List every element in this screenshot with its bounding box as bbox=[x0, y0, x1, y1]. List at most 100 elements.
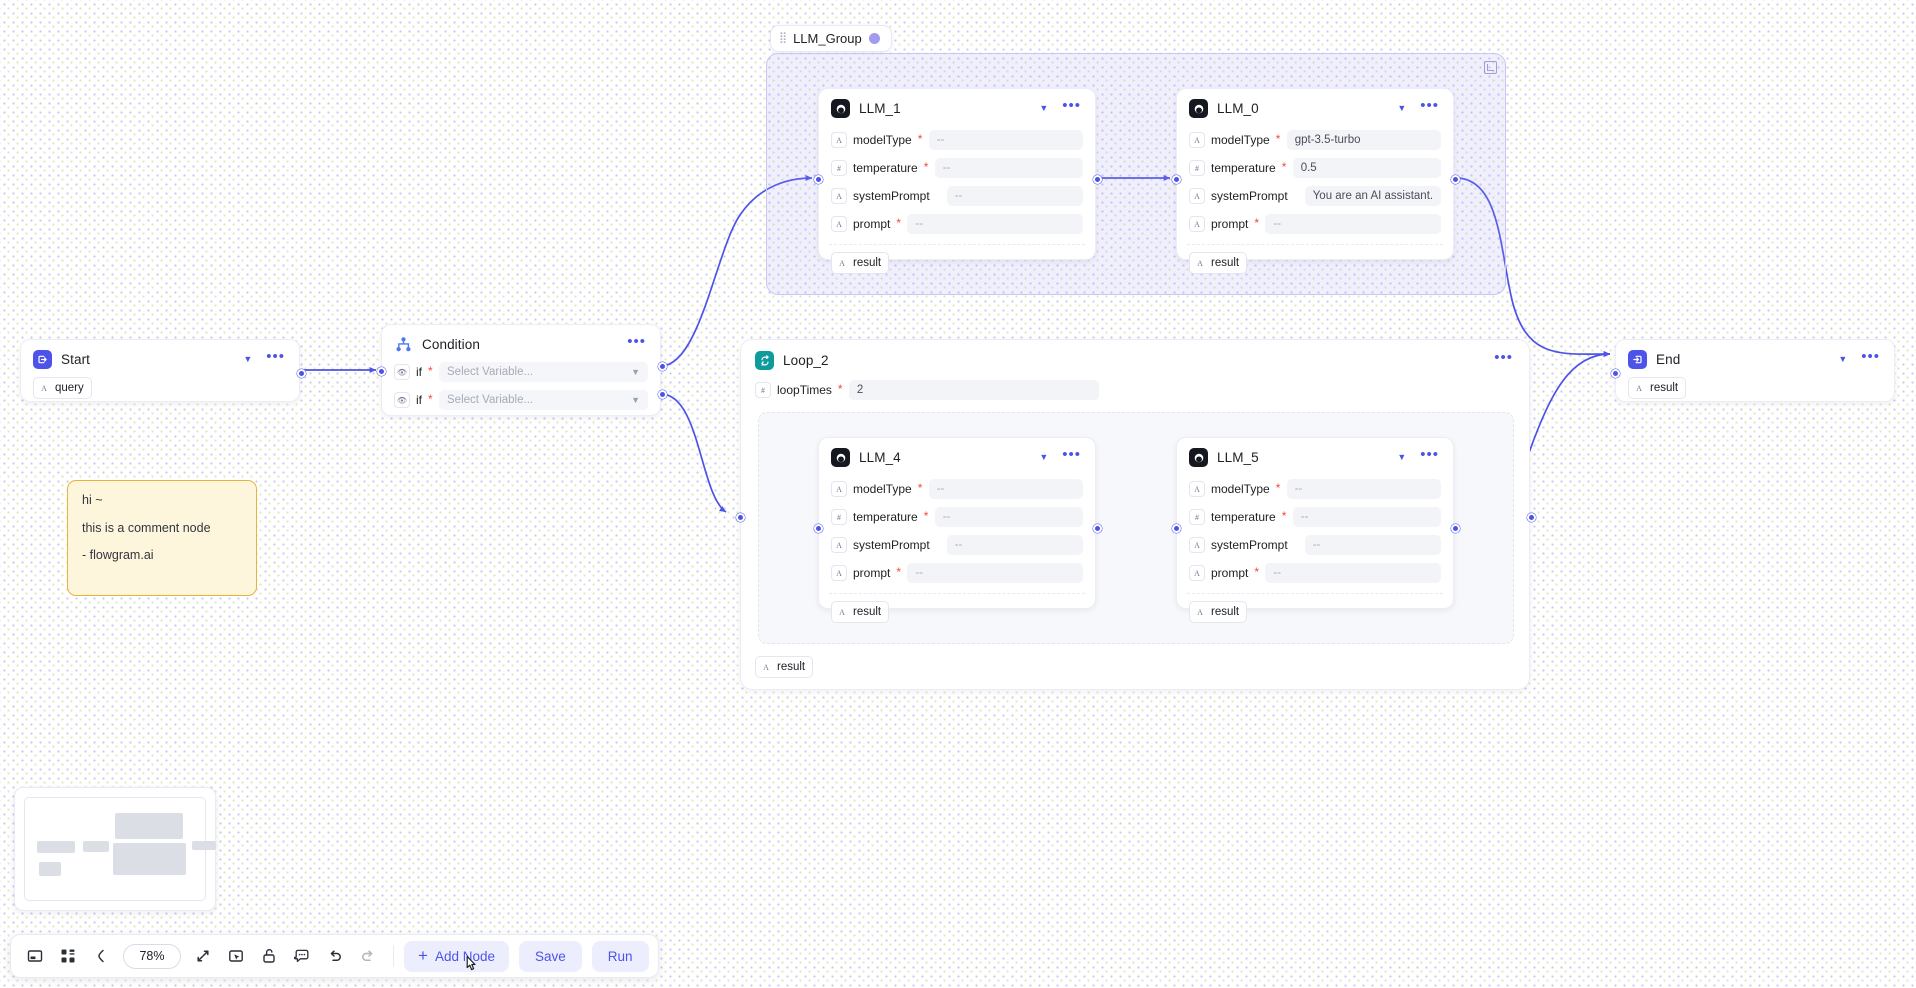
group-tag-llm-group[interactable]: ⣿ LLM_Group bbox=[770, 25, 892, 52]
field-value[interactable]: -- bbox=[1265, 563, 1441, 583]
fit-view-icon[interactable] bbox=[188, 941, 218, 971]
output-port-result[interactable]: A result bbox=[1628, 377, 1687, 399]
output-port-result[interactable]: A result bbox=[831, 252, 890, 274]
port-llm-1-out[interactable] bbox=[1093, 175, 1102, 184]
minimap-panel[interactable] bbox=[14, 787, 216, 911]
output-port-result[interactable]: A result bbox=[1189, 601, 1248, 623]
output-port-result[interactable]: A result bbox=[831, 601, 890, 623]
port-loop-2-in[interactable] bbox=[736, 513, 745, 522]
port-condition-in[interactable] bbox=[377, 367, 386, 376]
output-port-query[interactable]: A query bbox=[33, 377, 92, 399]
node-start[interactable]: Start ▼ ••• A query bbox=[20, 339, 306, 402]
layout-grid-icon[interactable] bbox=[53, 941, 83, 971]
more-options-icon[interactable]: ••• bbox=[627, 332, 646, 350]
field-value[interactable]: -- bbox=[1304, 535, 1441, 555]
port-loop-2-out[interactable] bbox=[1527, 513, 1536, 522]
unlock-icon[interactable] bbox=[254, 941, 284, 971]
more-options-icon[interactable]: ••• bbox=[1420, 445, 1439, 463]
comment-tool-icon[interactable] bbox=[287, 941, 317, 971]
port-llm-0-in[interactable] bbox=[1172, 175, 1181, 184]
port-end-in[interactable] bbox=[1611, 369, 1620, 378]
output-port-result[interactable]: A result bbox=[755, 656, 814, 678]
save-button[interactable]: Save bbox=[518, 940, 582, 972]
chevron-down-icon[interactable]: ▼ bbox=[1039, 103, 1049, 113]
node-condition[interactable]: Condition ••• 👁 if * Select Variable... … bbox=[377, 324, 667, 416]
minimap-viewport[interactable] bbox=[24, 797, 216, 901]
port-condition-branch-1[interactable] bbox=[658, 390, 667, 399]
bottom-toolbar[interactable]: 78% + Add Node Save Run bbox=[10, 934, 659, 978]
port-llm-5-out[interactable] bbox=[1451, 524, 1460, 533]
node-comment[interactable]: hi ~ this is a comment node - flowgram.a… bbox=[67, 480, 257, 596]
minimap-toggle-icon[interactable] bbox=[20, 941, 50, 971]
field-row[interactable]: #temperature*0.5 bbox=[1189, 154, 1441, 182]
more-options-icon[interactable]: ••• bbox=[1062, 445, 1081, 463]
field-row[interactable]: #temperature*-- bbox=[831, 154, 1083, 182]
field-value[interactable]: gpt-3.5-turbo bbox=[1286, 130, 1441, 150]
field-value[interactable]: -- bbox=[934, 507, 1083, 527]
field-row[interactable]: #temperature*-- bbox=[831, 503, 1083, 531]
field-value[interactable]: -- bbox=[934, 158, 1083, 178]
drag-handle-icon[interactable]: ⣿ bbox=[779, 32, 787, 44]
field-value[interactable]: -- bbox=[1265, 214, 1441, 234]
field-value[interactable]: You are an AI assistant. bbox=[1304, 186, 1441, 206]
condition-variable-select[interactable]: Select Variable... ▼ bbox=[439, 390, 648, 410]
chevron-down-icon[interactable]: ▼ bbox=[243, 354, 253, 364]
port-llm-5-in[interactable] bbox=[1172, 524, 1181, 533]
field-row[interactable]: #temperature*-- bbox=[1189, 503, 1441, 531]
group-color-dot[interactable] bbox=[868, 33, 880, 44]
undo-icon[interactable] bbox=[320, 941, 350, 971]
port-llm-4-in[interactable] bbox=[814, 524, 823, 533]
port-llm-1-in[interactable] bbox=[814, 175, 823, 184]
condition-branch-row[interactable]: 👁 if * Select Variable... ▼ bbox=[394, 386, 648, 414]
port-condition-branch-0[interactable] bbox=[658, 362, 667, 371]
field-value[interactable]: -- bbox=[946, 186, 1083, 206]
select-tool-icon[interactable] bbox=[221, 941, 251, 971]
zoom-level-field[interactable]: 78% bbox=[123, 943, 181, 969]
chevron-down-icon[interactable]: ▼ bbox=[1039, 452, 1049, 462]
field-value[interactable]: -- bbox=[907, 214, 1083, 234]
chevron-down-icon[interactable]: ▼ bbox=[1397, 452, 1407, 462]
field-value[interactable]: -- bbox=[928, 130, 1083, 150]
more-options-icon[interactable]: ••• bbox=[1420, 96, 1439, 114]
expand-icon[interactable] bbox=[1484, 61, 1497, 74]
port-llm-4-out[interactable] bbox=[1093, 524, 1102, 533]
condition-branch-row[interactable]: 👁 if * Select Variable... ▼ bbox=[394, 358, 648, 386]
more-options-icon[interactable]: ••• bbox=[266, 347, 285, 365]
more-options-icon[interactable]: ••• bbox=[1062, 96, 1081, 114]
field-value[interactable]: 2 bbox=[848, 380, 1099, 400]
chevron-down-icon[interactable]: ▼ bbox=[1397, 103, 1407, 113]
field-value[interactable]: 0.5 bbox=[1292, 158, 1441, 178]
run-button[interactable]: Run bbox=[591, 940, 649, 972]
field-row[interactable]: # loopTimes * 2 bbox=[755, 376, 1515, 404]
field-value[interactable]: -- bbox=[928, 479, 1083, 499]
add-node-button[interactable]: + Add Node bbox=[404, 940, 509, 972]
condition-variable-select[interactable]: Select Variable... ▼ bbox=[439, 362, 648, 382]
more-options-icon[interactable]: ••• bbox=[1494, 348, 1513, 366]
node-end[interactable]: End ▼ ••• A result bbox=[1611, 339, 1895, 402]
output-port-result[interactable]: A result bbox=[1189, 252, 1248, 274]
zoom-out-icon[interactable] bbox=[86, 941, 116, 971]
port-llm-0-out[interactable] bbox=[1451, 175, 1460, 184]
port-start-out[interactable] bbox=[297, 369, 306, 378]
field-value[interactable]: -- bbox=[946, 535, 1083, 555]
field-value[interactable]: -- bbox=[1286, 479, 1441, 499]
chevron-down-icon[interactable]: ▼ bbox=[1838, 354, 1848, 364]
field-value[interactable]: -- bbox=[907, 563, 1083, 583]
